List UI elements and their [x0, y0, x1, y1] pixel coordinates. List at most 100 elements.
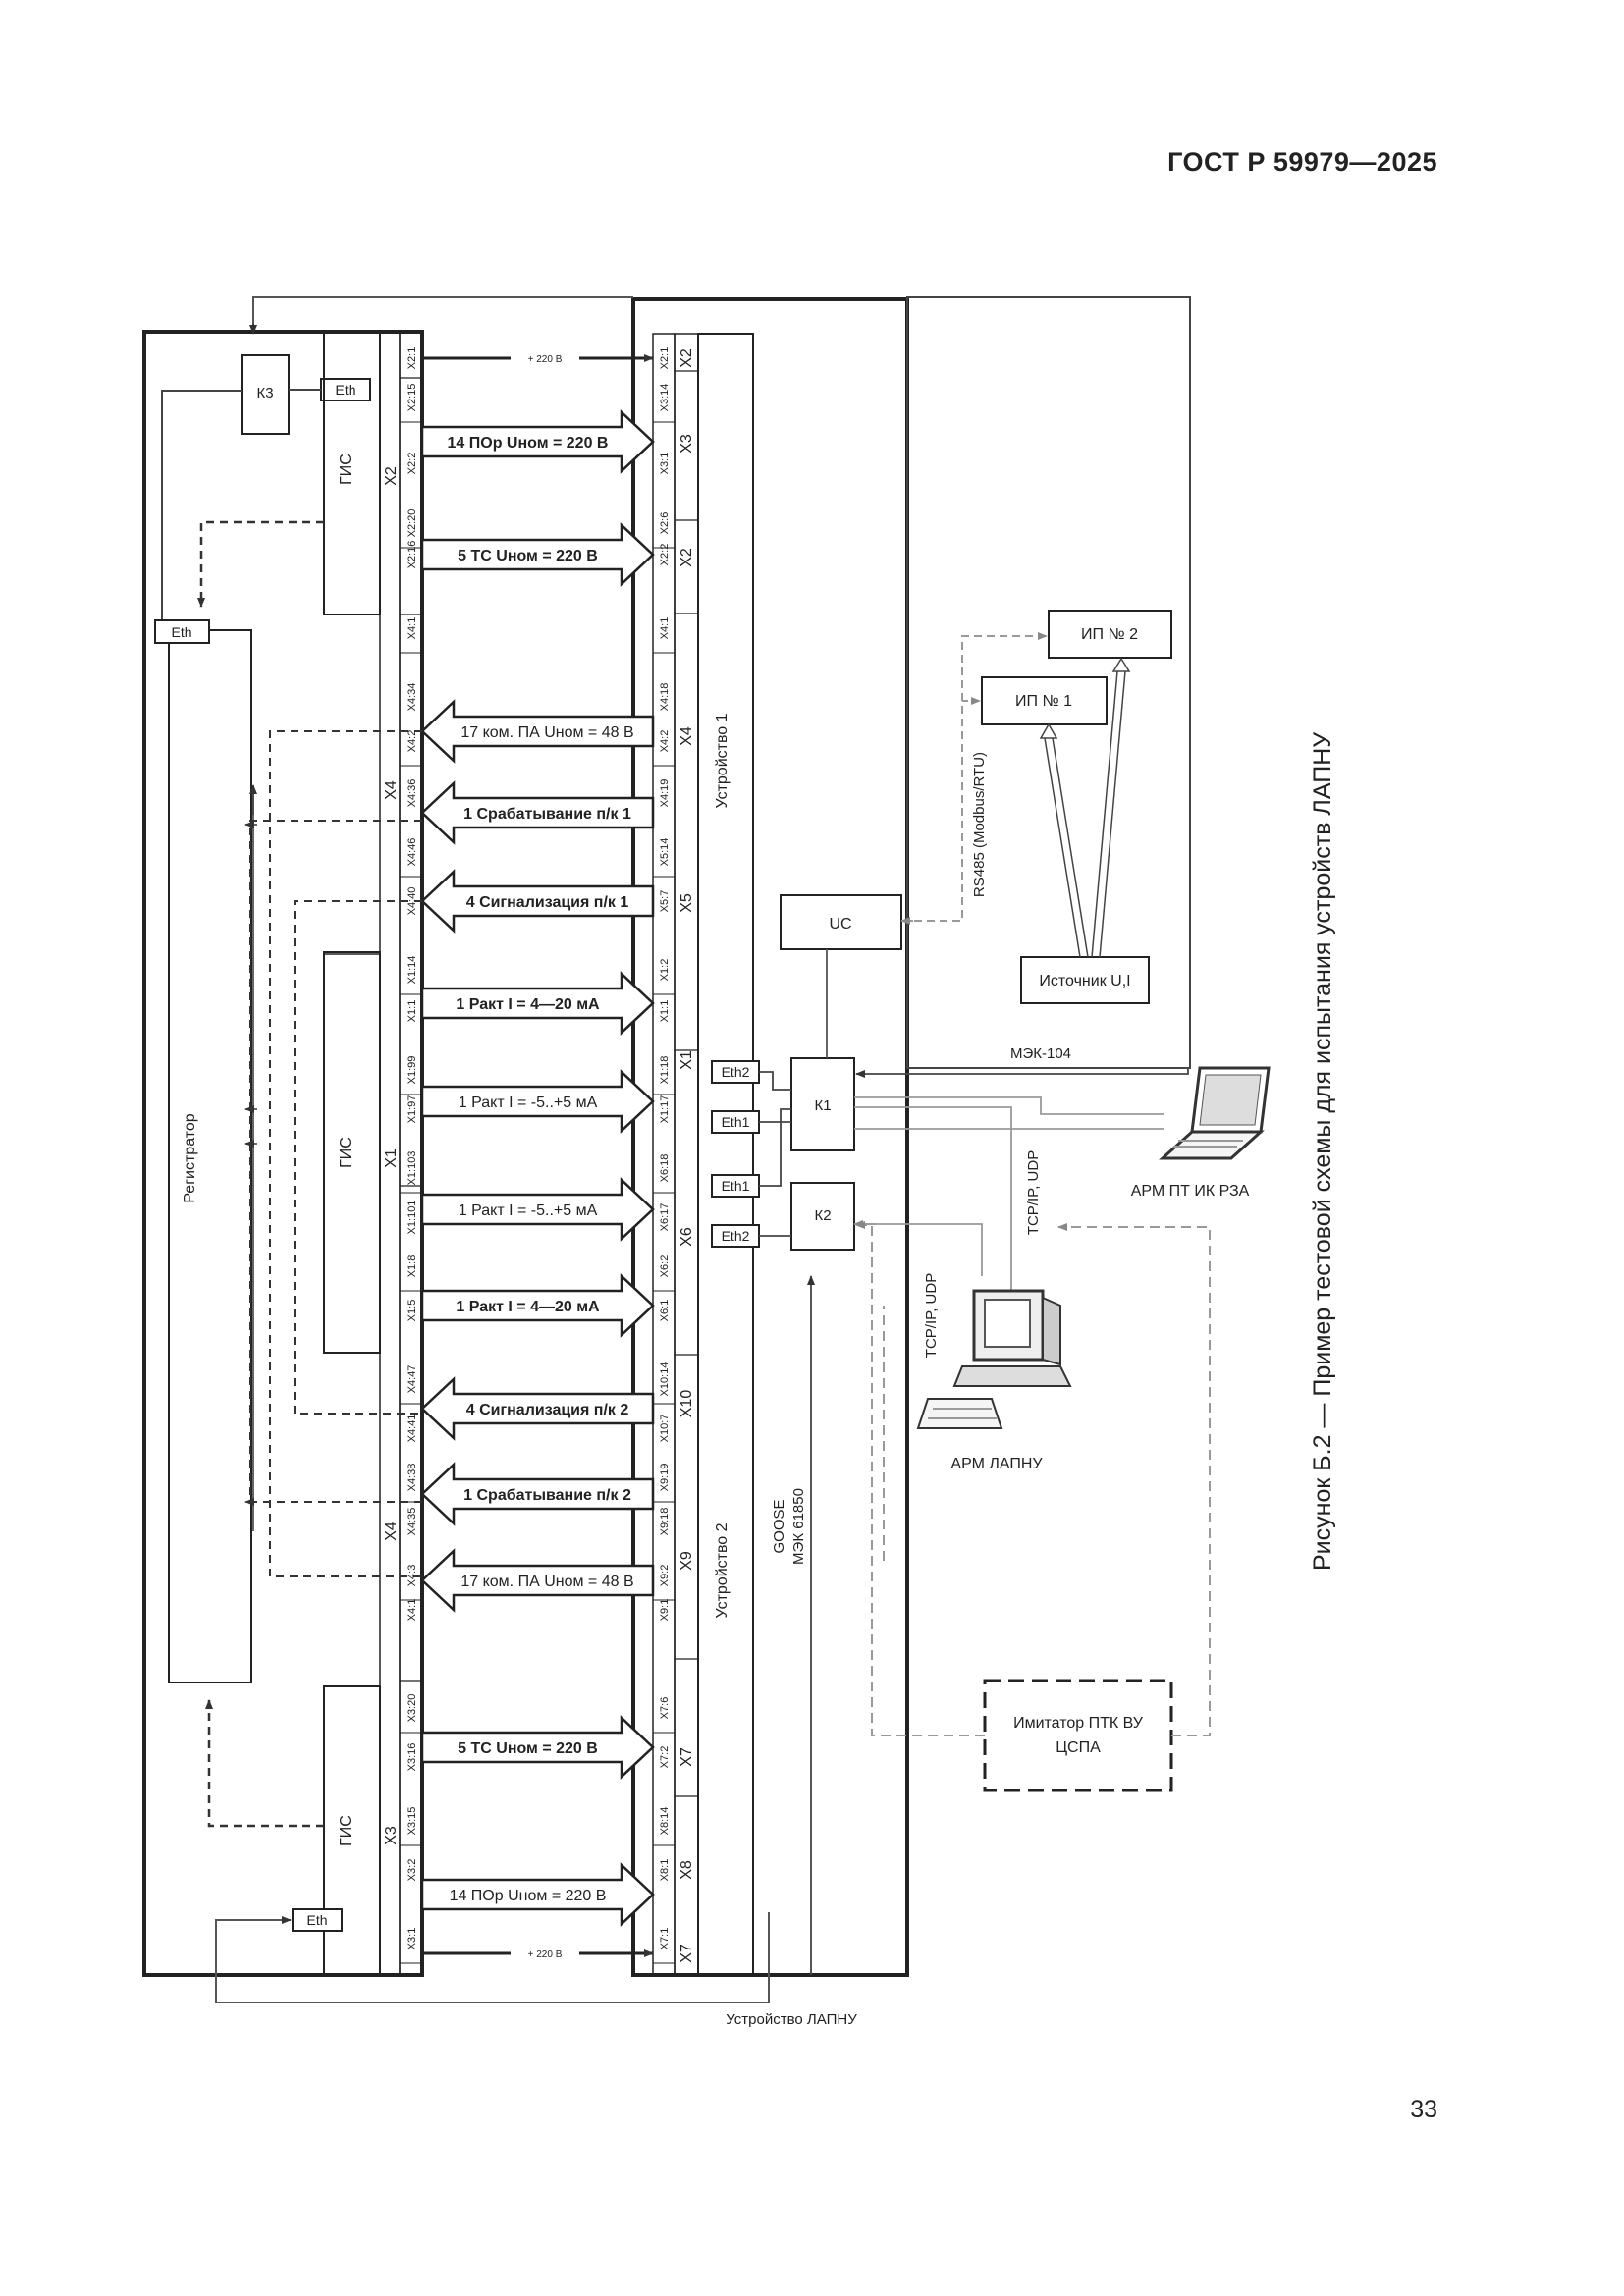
goose-label: GOOSE [771, 1499, 787, 1553]
iec104-label: МЭК-104 [1010, 1045, 1071, 1062]
gis-connector-name: X2 [383, 466, 400, 486]
ip2-label: ИП № 2 [1081, 626, 1138, 643]
device-pin-label: X7:2 [659, 1746, 671, 1769]
device-pin-label: X1:17 [659, 1095, 671, 1124]
signal-label: + 220 В [528, 1949, 563, 1960]
eth-label-gis-top: Eth [335, 382, 355, 398]
signal-arrow [420, 522, 655, 587]
signal-arrow [420, 1273, 655, 1338]
k2-label: К2 [814, 1207, 831, 1224]
gis-pin-label: X4:1 [406, 617, 418, 640]
device-connector-name: X5 [678, 893, 695, 913]
gis-pin-label: X4:36 [406, 779, 418, 808]
gis-connector-name: X3 [383, 1826, 400, 1845]
tcp-label-1: TCP/IP, UDP [1025, 1150, 1042, 1235]
device-pin-label: X4:1 [659, 617, 671, 640]
signal-label: 5 ТС Uном = 220 В [458, 548, 598, 564]
iec104-zone-frame [906, 296, 1191, 1069]
signal-arrow [420, 1862, 655, 1927]
gis-pin-label: X2:20 [406, 509, 418, 538]
gis-pin-label: X4:46 [406, 838, 418, 867]
gis-pin-label: X1:8 [406, 1255, 418, 1278]
imitator-label-1: Имитатор ПТК ВУ [1013, 1715, 1144, 1732]
eth1-label-device2: Eth1 [722, 1178, 750, 1194]
ip1-label: ИП № 1 [1015, 693, 1072, 710]
signal-label: 14 ПОр Uном = 220 В [448, 435, 609, 452]
signal-label: 1 Ракт I = -5..+5 мА [459, 1202, 598, 1219]
device-connector-name: X2 [678, 548, 695, 567]
gis-label-top: ГИС [338, 454, 354, 485]
gis-pin-label: X4:34 [406, 683, 418, 712]
gis-pin-label: X4:35 [406, 1508, 418, 1536]
device-1-2-body [697, 333, 754, 1976]
gis-pin-label: X3:16 [406, 1743, 418, 1772]
k3-switch [241, 354, 290, 435]
signal-label: + 220 В [528, 354, 563, 365]
arm-pt-label: АРМ ПТ ИК РЗА [1131, 1183, 1250, 1200]
imitator-label-2: ЦСПА [1056, 1739, 1101, 1756]
laptop-icon [1159, 1066, 1271, 1160]
signal-label: 4 Сигнализация п/к 1 [466, 894, 629, 911]
signal-label: 5 ТС Uном = 220 В [458, 1740, 598, 1757]
ip1-block [981, 676, 1108, 725]
gis-pin-label: X3:15 [406, 1807, 418, 1836]
device-pin-label: X9:1 [659, 1599, 671, 1622]
device-1-label: Устройство 1 [714, 713, 731, 808]
gis-connector-name: X4 [383, 1522, 400, 1541]
eth-label-gis-bottom: Eth [306, 1912, 327, 1928]
device-connector-name: X8 [678, 1860, 695, 1880]
device-connector-name: X7 [678, 1747, 695, 1767]
device-connector-name: X7 [678, 1944, 695, 1963]
device-pin-label: X9:19 [659, 1464, 671, 1492]
k1-label: К1 [814, 1097, 831, 1114]
arm-lapnu-label: АРМ ЛАПНУ [950, 1456, 1043, 1472]
registrar-block [168, 629, 252, 1683]
device-pin-label: X3:1 [659, 453, 671, 475]
signal-arrow [420, 1715, 655, 1780]
k2-switch [790, 1182, 855, 1251]
device-2-label: Устройство 2 [714, 1522, 731, 1618]
gis-pin-label: X1:97 [406, 1095, 418, 1124]
device-connector-name: X4 [678, 726, 695, 746]
k1-switch [790, 1057, 855, 1151]
signal-arrow [420, 409, 655, 474]
gis-pin-label: X1:1 [406, 1000, 418, 1023]
signal-label: 1 Срабатывание п/к 2 [463, 1487, 631, 1504]
device-pin-label: X3:14 [659, 384, 671, 412]
signal-arrow [420, 1376, 655, 1441]
signal-arrow [420, 971, 655, 1036]
iec61850-label: МЭК 61850 [790, 1488, 807, 1565]
lapnu-device-frame [631, 297, 909, 1977]
signal-lines: + 220 В 14 ПОр Uном = 220 В 5 ТС Uном = 22… [420, 350, 655, 1960]
signal-arrow [420, 1177, 655, 1242]
device-pin-label: X4:18 [659, 683, 671, 712]
source-ui-block [1020, 956, 1150, 1004]
document-code: ГОСТ Р 59979—2025 [1167, 147, 1437, 177]
gis-pin-label: X2:15 [406, 384, 418, 412]
device-pin-label: X1:18 [659, 1056, 671, 1085]
desktop-computer-icon [916, 1289, 1072, 1429]
figure-caption: Рисунок Б.2 — Пример тестовой схемы для … [1309, 731, 1336, 1571]
device-connector-name: X9 [678, 1551, 695, 1571]
gis-pin-label: X4:41 [406, 1415, 418, 1443]
eth-port-gis-bottom [292, 1908, 343, 1932]
gis-pin-label: X3:20 [406, 1694, 418, 1723]
signal-arrow [420, 780, 655, 845]
uc-block [780, 894, 902, 950]
device-pin-label: X10:7 [659, 1415, 671, 1443]
device-pin-label: X6:17 [659, 1203, 671, 1232]
device-pin-label: X6:1 [659, 1300, 671, 1322]
device-pin-label: X5:7 [659, 890, 671, 913]
gis-pin-label: X1:103 [406, 1151, 418, 1186]
gis-pin-label: X4:2 [406, 730, 418, 753]
gis-pin-label: X4:3 [406, 1565, 418, 1587]
ip2-block [1048, 610, 1172, 659]
signal-arrow [420, 1462, 655, 1526]
device-connector-name: X6 [678, 1227, 695, 1247]
device-connector-name: X1 [678, 1050, 695, 1070]
gis-connector-strip: X2:1X2:15X2:2X2:20X2:16X4:1X4:34X4:2X4:3… [379, 331, 423, 1976]
device-pin-label: X2:1 [659, 347, 671, 370]
gis-pin-label: X4:40 [406, 887, 418, 916]
gis-connector-name: X4 [383, 780, 400, 800]
uc-label: UC [829, 916, 851, 933]
